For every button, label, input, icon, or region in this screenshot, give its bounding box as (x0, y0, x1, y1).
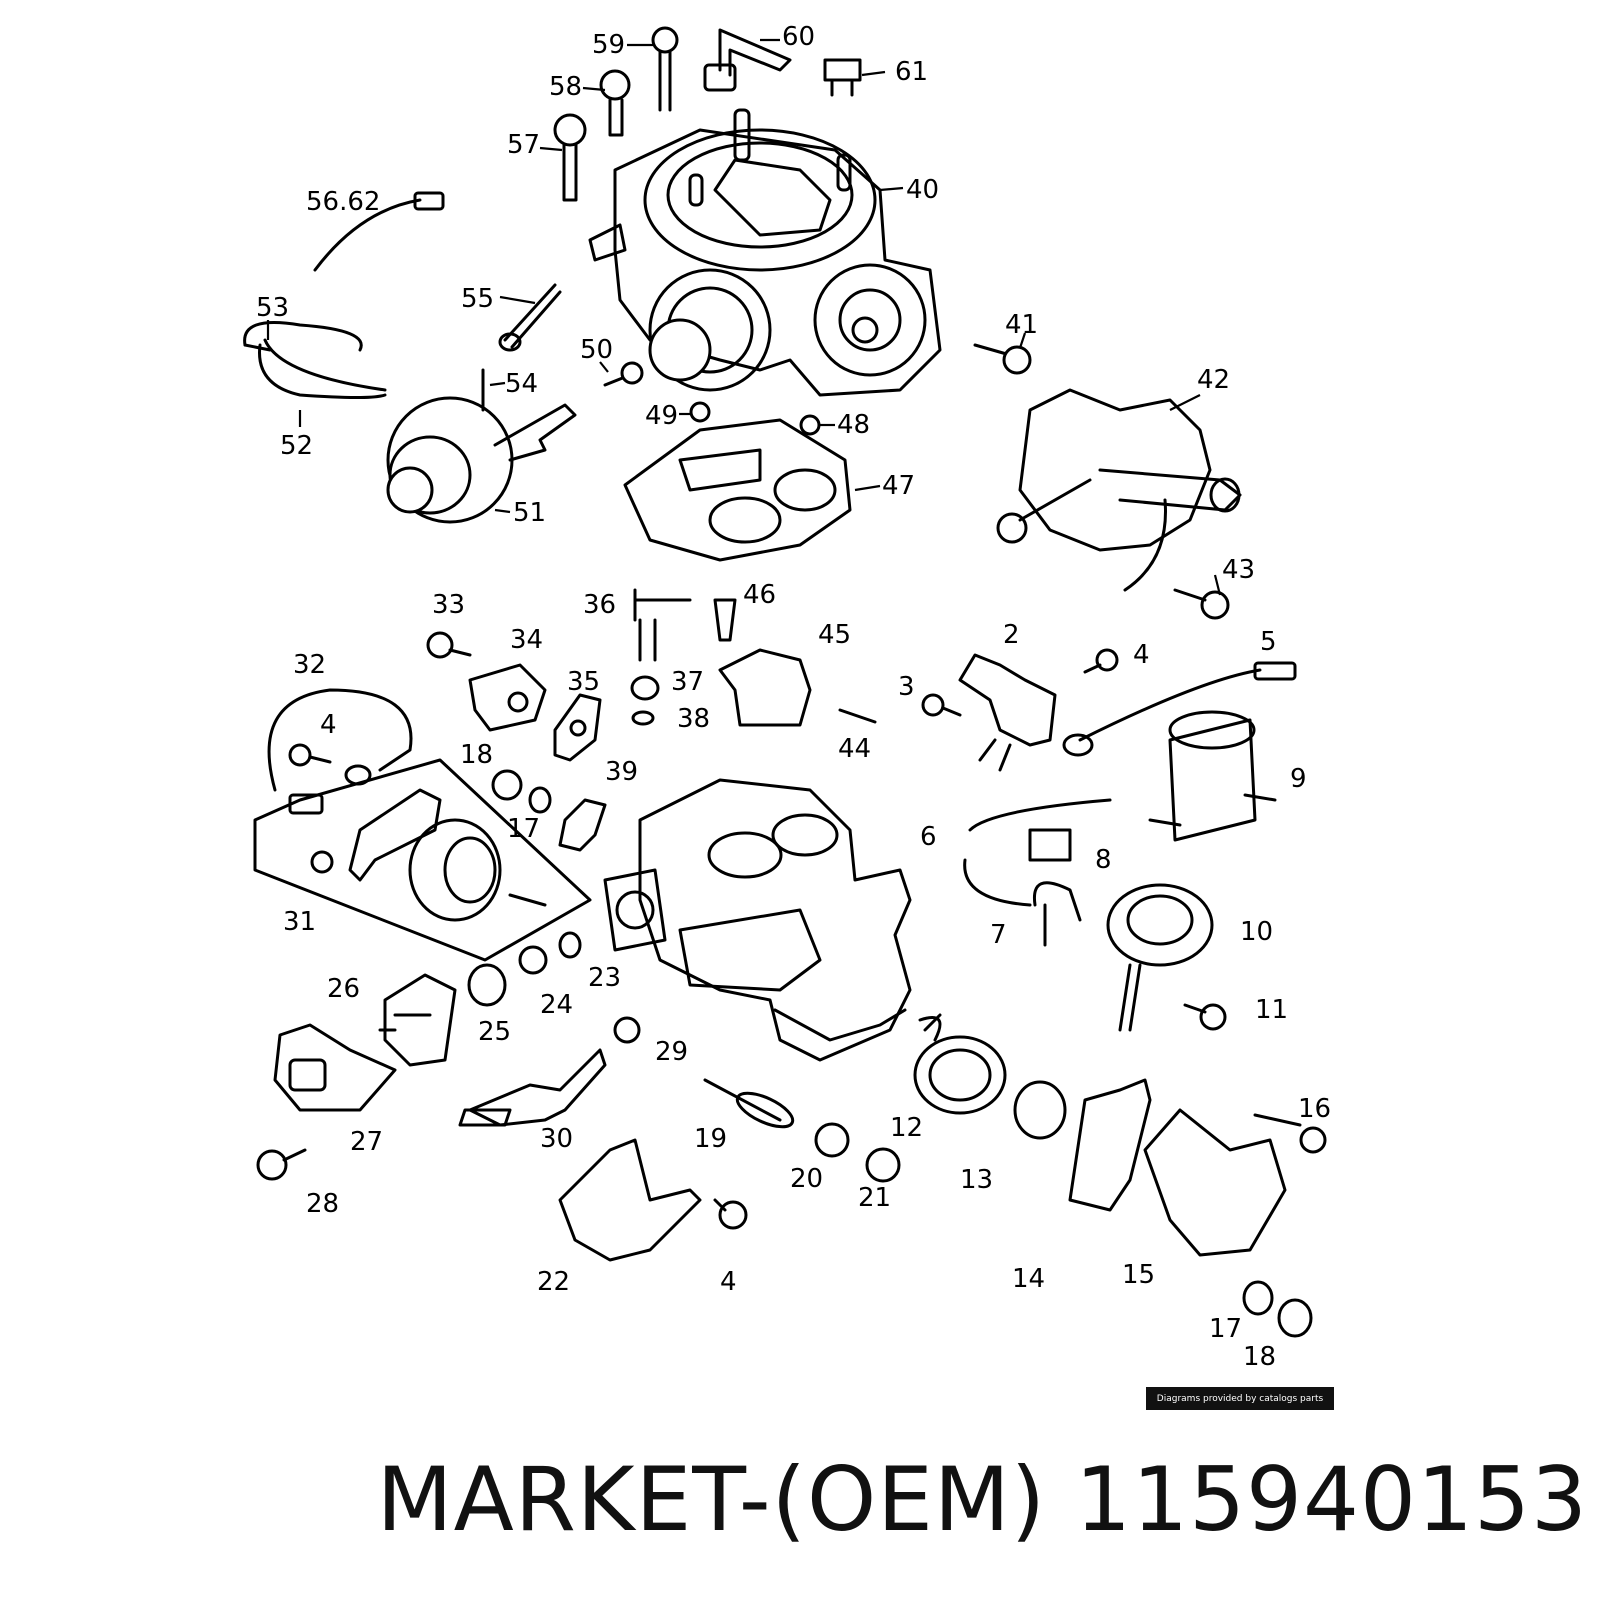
callout-10: 10 (1240, 917, 1273, 947)
callout-47: 47 (882, 471, 915, 501)
callout-27: 27 (350, 1127, 383, 1157)
callout-41: 41 (1005, 310, 1038, 340)
callout-5: 5 (1260, 627, 1277, 657)
top-screws (553, 26, 862, 202)
callout-19: 19 (694, 1124, 727, 1154)
callout-20: 20 (790, 1164, 823, 1194)
callout-36: 36 (583, 590, 616, 620)
callout-16: 16 (1298, 1094, 1331, 1124)
upper-left-parts (243, 191, 562, 399)
callout-labels: 59 60 61 58 57 40 56.62 55 53 52 54 51 5… (256, 22, 1331, 1372)
part-number-title: MARKET-(OEM) 115940153 (376, 1448, 1588, 1551)
callout-49: 49 (645, 401, 678, 431)
callout-12: 12 (890, 1113, 923, 1143)
callout-18-lower: 18 (1243, 1342, 1276, 1372)
callout-18-upper: 18 (460, 740, 493, 770)
callout-44: 44 (838, 734, 871, 764)
callout-14: 14 (1012, 1264, 1045, 1294)
callout-21: 21 (858, 1183, 891, 1213)
carburetor-main-body (603, 778, 942, 1062)
callout-46: 46 (743, 580, 776, 610)
callout-54: 54 (505, 369, 538, 399)
callout-55: 55 (461, 284, 494, 314)
callout-2: 2 (1003, 620, 1020, 650)
callout-39: 39 (605, 757, 638, 787)
callout-40: 40 (906, 175, 939, 205)
callout-60: 60 (782, 22, 815, 52)
callout-6: 6 (920, 822, 937, 852)
callout-33: 33 (432, 590, 465, 620)
callout-31: 31 (283, 907, 316, 937)
vacuum-diaphragm-51 (386, 368, 577, 524)
callout-53: 53 (256, 293, 289, 323)
callout-23: 23 (588, 963, 621, 993)
callout-11: 11 (1255, 995, 1288, 1025)
callout-17-upper: 17 (507, 814, 540, 844)
callout-38: 38 (677, 704, 710, 734)
nut-washer-39 (491, 769, 607, 852)
leader-lines (266, 38, 1222, 596)
callout-59: 59 (592, 30, 625, 60)
callout-58: 58 (549, 72, 582, 102)
carburetor-top-cover (588, 108, 942, 397)
wire-and-bracket (253, 688, 592, 962)
callout-24: 24 (540, 990, 573, 1020)
callout-13: 13 (960, 1165, 993, 1195)
callout-61: 61 (895, 57, 928, 87)
callout-4-left: 4 (320, 710, 337, 740)
callout-8: 8 (1095, 845, 1112, 875)
callout-34: 34 (510, 625, 543, 655)
callout-37: 37 (671, 667, 704, 697)
callout-30: 30 (540, 1124, 573, 1154)
callout-9: 9 (1290, 764, 1307, 794)
callout-51: 51 (513, 498, 546, 528)
callout-42: 42 (1197, 365, 1230, 395)
right-cluster (921, 648, 1297, 1032)
callout-50: 50 (580, 335, 613, 365)
callout-25: 25 (478, 1017, 511, 1047)
middle-cluster (426, 588, 877, 762)
small-screws-upper (603, 343, 1032, 436)
callout-52: 52 (280, 431, 313, 461)
callout-43: 43 (1222, 555, 1255, 585)
callout-56-62: 56.62 (306, 187, 380, 217)
callout-48: 48 (837, 410, 870, 440)
callout-7: 7 (990, 920, 1007, 950)
callout-29: 29 (655, 1037, 688, 1067)
callout-57: 57 (507, 130, 540, 160)
callout-4-right: 4 (1133, 640, 1150, 670)
gasket-47 (623, 418, 852, 562)
callout-28: 28 (306, 1189, 339, 1219)
callout-32: 32 (293, 650, 326, 680)
callout-22: 22 (537, 1267, 570, 1297)
callout-17-lower: 17 (1209, 1314, 1242, 1344)
callout-35: 35 (567, 667, 600, 697)
bottom-left-parts (256, 931, 901, 1262)
callout-15: 15 (1122, 1260, 1155, 1290)
callout-3: 3 (898, 672, 915, 702)
choke-housing-42 (996, 388, 1242, 620)
callout-4-bottom: 4 (720, 1267, 737, 1297)
callout-26: 26 (327, 974, 360, 1004)
callout-45: 45 (818, 620, 851, 650)
bottom-right-parts (913, 1013, 1327, 1338)
credit-badge: Diagrams provided by catalogs parts (1146, 1387, 1334, 1410)
